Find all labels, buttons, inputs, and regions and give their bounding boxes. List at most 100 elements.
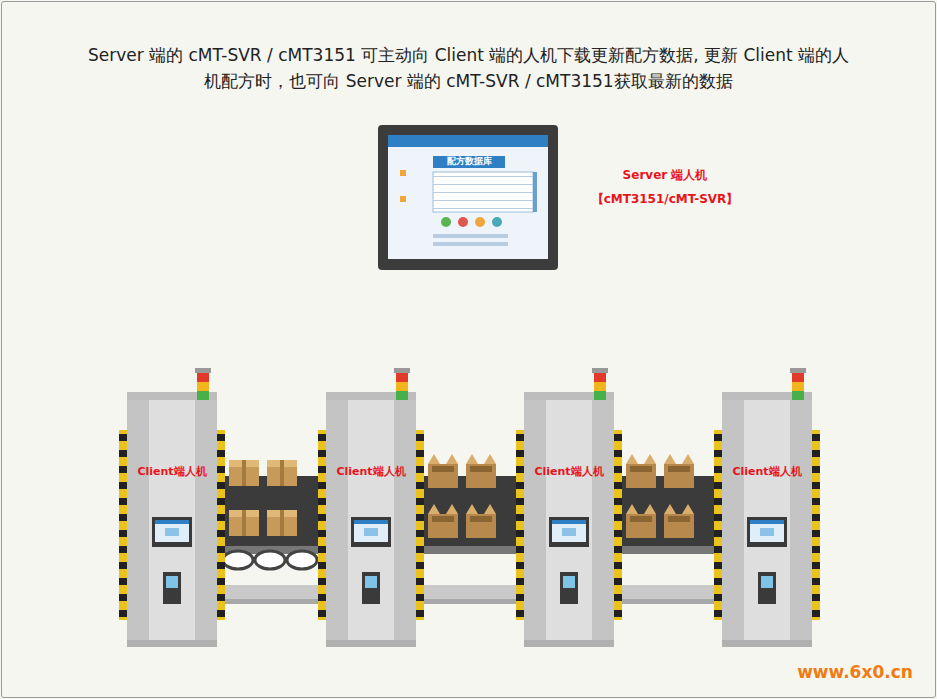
shape <box>614 546 622 553</box>
shape <box>354 520 388 524</box>
shape <box>812 514 820 521</box>
shape <box>351 517 391 547</box>
node-label: Server 端人机 <box>590 167 740 184</box>
shape <box>524 392 614 647</box>
shape <box>714 594 722 601</box>
shape <box>664 514 694 538</box>
shape <box>242 460 246 486</box>
shape <box>318 578 326 585</box>
shape <box>516 610 524 617</box>
shape <box>812 498 820 505</box>
shape <box>318 514 326 521</box>
button <box>441 217 451 227</box>
shape <box>614 594 622 601</box>
shape <box>516 482 524 489</box>
shape <box>119 594 127 601</box>
shape <box>714 498 722 505</box>
button <box>492 217 502 227</box>
box-flap <box>466 504 478 514</box>
shape <box>722 392 812 647</box>
shape <box>562 528 576 536</box>
shape <box>354 520 388 542</box>
shape <box>614 562 622 569</box>
shape <box>614 530 622 537</box>
box-flap <box>428 504 440 514</box>
shape <box>714 434 722 441</box>
shape <box>516 530 524 537</box>
shape <box>217 498 225 505</box>
shape <box>119 434 127 441</box>
shape <box>394 392 416 647</box>
shape <box>516 498 524 505</box>
shape <box>812 434 820 441</box>
shape <box>396 391 408 400</box>
shape <box>119 610 127 617</box>
shape <box>428 464 458 488</box>
shape <box>812 610 820 617</box>
shape <box>217 562 225 569</box>
shape <box>416 546 524 554</box>
shape <box>416 430 424 620</box>
shape <box>217 514 225 521</box>
shape <box>714 562 722 569</box>
shape <box>127 392 217 647</box>
shape <box>722 392 744 647</box>
shape <box>217 466 225 473</box>
shape <box>470 516 492 522</box>
box-flap <box>446 504 458 514</box>
node-label: Client端人机 <box>712 464 822 479</box>
shape <box>242 510 246 536</box>
shape <box>155 520 189 542</box>
shape <box>524 640 614 647</box>
shape <box>812 530 820 537</box>
shape <box>416 514 424 521</box>
shape <box>197 391 209 400</box>
shape <box>524 392 546 647</box>
shape <box>217 546 225 553</box>
shape <box>364 528 378 536</box>
shape <box>614 610 622 617</box>
shape <box>592 368 608 373</box>
shape <box>416 498 424 505</box>
shape <box>433 172 533 212</box>
shape <box>217 430 225 620</box>
shape <box>714 450 722 457</box>
shape <box>119 482 127 489</box>
shape <box>127 392 217 400</box>
shape <box>668 466 690 472</box>
shape <box>318 562 326 569</box>
shape <box>217 450 225 457</box>
shape <box>127 640 217 647</box>
box-flap <box>664 454 676 464</box>
shape <box>533 172 537 212</box>
shape <box>516 450 524 457</box>
shape <box>560 572 578 604</box>
shape <box>812 562 820 569</box>
box-flap <box>484 454 496 464</box>
shape <box>758 572 776 604</box>
shape <box>280 460 284 486</box>
shape <box>790 392 812 647</box>
shape <box>714 578 722 585</box>
shape <box>217 434 225 441</box>
shape <box>433 242 508 246</box>
shape <box>714 466 722 473</box>
box-flap <box>682 454 694 464</box>
shape <box>119 430 127 620</box>
shape <box>664 464 694 488</box>
shape <box>396 372 408 382</box>
client-hmi-machine: Client端人机 <box>524 392 614 647</box>
shape <box>668 516 690 522</box>
shape <box>433 234 508 238</box>
button <box>475 217 485 227</box>
shape <box>433 184 533 185</box>
shape <box>119 562 127 569</box>
shape <box>516 514 524 521</box>
shape <box>516 430 524 620</box>
shape <box>280 510 284 536</box>
shape <box>318 546 326 553</box>
button <box>458 217 468 227</box>
shape <box>163 572 181 604</box>
shape <box>714 546 722 553</box>
